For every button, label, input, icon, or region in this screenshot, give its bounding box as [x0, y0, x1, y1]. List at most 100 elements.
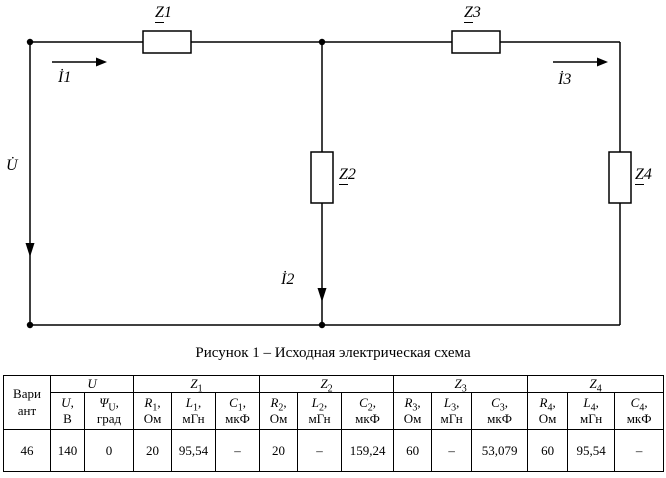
z-index: 3	[472, 4, 481, 21]
symbol: Z	[454, 376, 462, 391]
symbol-subscript: 1	[237, 402, 243, 414]
column-header-cell: L1,мГн	[171, 392, 217, 431]
value-cell: 0	[83, 429, 135, 473]
symbol: C	[229, 395, 238, 410]
symbol: L	[311, 395, 320, 410]
node-dot-top-middle	[318, 38, 326, 46]
z2-label: Z2	[339, 166, 356, 185]
separator: ,	[242, 395, 246, 410]
symbol-subscript: 1	[152, 402, 158, 414]
symbol-subscript: 2	[327, 383, 333, 393]
unit-label: Ом	[538, 411, 557, 427]
separator: ,	[644, 395, 648, 410]
column-header-cell: L2,мГн	[297, 392, 343, 431]
symbol: U	[87, 376, 97, 391]
symbol: C	[491, 395, 500, 410]
unit-label: В	[63, 411, 72, 427]
separator: ,	[198, 395, 202, 410]
symbol-subscript: 1	[193, 402, 198, 414]
value-cell: 53,079	[471, 429, 529, 473]
symbol: R	[270, 395, 279, 410]
i3-current-label: İ3	[558, 71, 572, 88]
z-index: 1	[163, 4, 172, 21]
symbol: R	[144, 395, 153, 410]
separator: ,	[324, 395, 328, 410]
separator: ,	[417, 395, 421, 410]
unit-label: град	[96, 411, 122, 427]
u-arrowhead	[25, 243, 35, 257]
unit-label: Ом	[269, 411, 288, 427]
symbol-subscript: 2	[278, 402, 284, 414]
symbol-subscript: 3	[499, 402, 505, 414]
node-dot-top-left	[26, 38, 34, 46]
group-header-cell: Z3	[393, 374, 529, 394]
i1-current-label: İ1	[58, 69, 72, 86]
unit-label: мкФ	[225, 411, 250, 427]
column-header-cell: C3,мкФ	[471, 392, 529, 431]
symbol: R	[539, 395, 548, 410]
symbol-subscript: 4	[596, 383, 602, 393]
unit-label: мГн	[182, 411, 205, 427]
unit-label: мГн	[440, 411, 463, 427]
separator: ,	[552, 395, 556, 410]
symbol-subscript: 2	[367, 402, 373, 414]
separator: ,	[372, 395, 377, 410]
i3-arrowhead	[597, 57, 608, 67]
symbol: U	[61, 395, 71, 410]
symbol: C	[359, 395, 368, 410]
group-header-cell: Z4	[527, 374, 665, 394]
symbol-subscript: 2	[319, 402, 325, 414]
figure-caption: Рисунок 1 – Исходная электрическая схема	[195, 345, 471, 361]
group-header-cell: Z2	[259, 374, 395, 394]
column-header-cell: U,В	[50, 392, 85, 431]
unit-label: мкФ	[487, 411, 512, 427]
column-header-cell: L4,мГн	[567, 392, 616, 431]
column-header-cell: R2,Ом	[259, 392, 299, 431]
separator: ,	[595, 395, 599, 410]
separator: ,	[115, 395, 119, 410]
symbol: C	[630, 395, 640, 410]
symbol: L	[583, 395, 591, 410]
symbol: Z	[190, 376, 198, 391]
value-cell: –	[431, 429, 473, 473]
symbol-subscript: 3	[412, 402, 418, 414]
symbol-subscript: 4	[639, 402, 645, 414]
z2-box	[310, 151, 334, 204]
i1-arrowhead	[96, 57, 107, 67]
node-dot-bottom-middle	[318, 321, 326, 329]
z-symbol: Z	[339, 166, 348, 185]
variant-column-header: Вари ант	[3, 374, 51, 431]
symbol-subscript: U	[108, 402, 116, 414]
separator: ,	[157, 395, 161, 410]
symbol: Ψ	[99, 395, 109, 410]
symbol: Z	[589, 376, 597, 391]
symbol-subscript: 3	[451, 402, 457, 414]
symbol-subscript: 3	[461, 383, 467, 393]
circuit-diagram: Z1 Z3 Z2 Z4 İ1 İ2 İ3 U̇	[6, 4, 652, 329]
unit-label: мкФ	[355, 411, 380, 427]
column-header-cell: C1,мкФ	[215, 392, 261, 431]
symbol: Z	[320, 376, 328, 391]
symbol: L	[443, 395, 452, 410]
z-symbol: Z	[464, 4, 473, 23]
i2-arrowhead	[317, 288, 327, 302]
z4-label: Z4	[635, 166, 652, 185]
separator: ,	[70, 395, 74, 410]
separator: ,	[504, 395, 509, 410]
column-header-cell: C2,мкФ	[341, 392, 395, 431]
value-cell: –	[297, 429, 343, 473]
z4-box	[608, 151, 632, 204]
symbol-subscript: 4	[547, 402, 553, 414]
symbol: L	[185, 395, 193, 410]
value-cell: 60	[527, 429, 569, 473]
symbol-subscript: 4	[590, 402, 596, 414]
z-symbol: Z	[155, 4, 164, 23]
z1-label: Z1	[155, 4, 172, 23]
z1-box	[142, 30, 192, 54]
circuit-wiring	[25, 30, 632, 329]
